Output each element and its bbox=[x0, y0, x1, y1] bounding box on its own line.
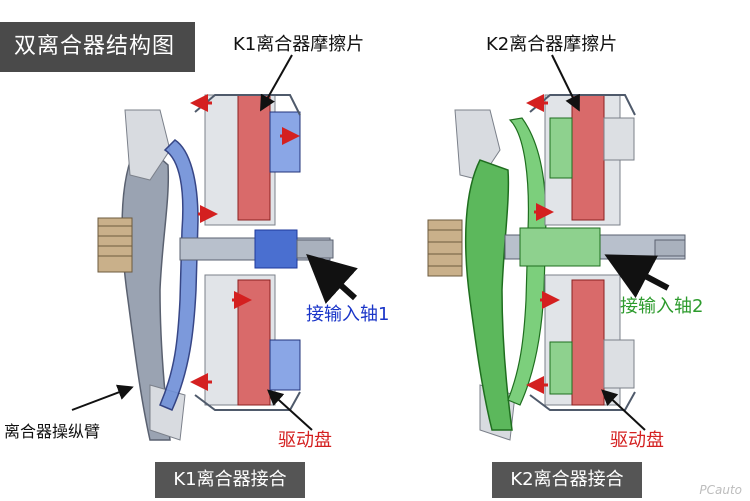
input-shaft-2-callout bbox=[604, 254, 670, 299]
watermark-logo: PCauto bbox=[699, 483, 742, 497]
k2-gear-teeth bbox=[427, 219, 463, 277]
k2-piston bbox=[507, 117, 547, 406]
drive-plate-left-label: 驱动盘 bbox=[278, 430, 332, 451]
drive-plate-right-label: 驱动盘 bbox=[610, 430, 664, 451]
drive-plate-right-callout bbox=[601, 389, 646, 431]
lever-arm-label: 离合器操纵臂 bbox=[4, 422, 101, 441]
input-shaft-2-label: 接输入轴2 bbox=[620, 296, 704, 317]
k1-caption: K1离合器接合 bbox=[155, 462, 305, 498]
k1-gear-teeth bbox=[97, 217, 133, 273]
k2-friction-label: K2离合器摩擦片 bbox=[486, 34, 618, 55]
k1-friction-upper bbox=[237, 94, 271, 221]
drive-plate-left-callout bbox=[267, 389, 313, 431]
k2-drive-plate bbox=[571, 279, 605, 406]
k2-friction-callout bbox=[551, 54, 580, 112]
k1-assembly bbox=[97, 94, 334, 441]
k1-housing bbox=[124, 109, 171, 181]
k2-caption: K2离合器接合 bbox=[492, 462, 642, 498]
input-shaft-1-callout bbox=[306, 253, 358, 304]
k1-piston bbox=[159, 139, 199, 411]
k2-friction-upper bbox=[571, 94, 605, 221]
lever-arm-callout bbox=[71, 384, 134, 411]
k1-friction-callout bbox=[260, 54, 293, 112]
k2-lever-arm bbox=[464, 159, 513, 431]
input-shaft-1-label: 接输入轴1 bbox=[306, 304, 390, 325]
k2-assembly bbox=[427, 94, 686, 441]
page-title: 双离合器结构图 bbox=[0, 22, 195, 72]
k1-friction-label: K1离合器摩擦片 bbox=[233, 34, 365, 55]
